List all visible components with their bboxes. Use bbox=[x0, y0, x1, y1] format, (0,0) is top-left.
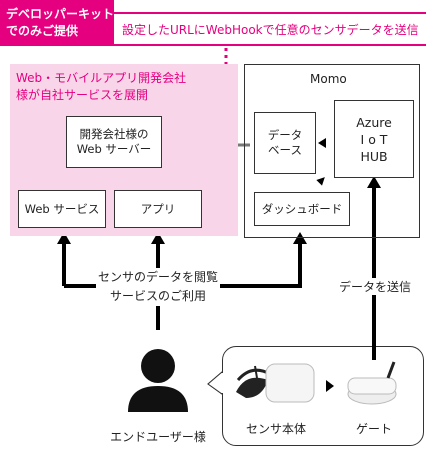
developer-area-title: Web・モバイルアプリ開発会社 様が自社サービスを展開 bbox=[16, 70, 236, 104]
server-line-2: Web サーバー bbox=[76, 142, 152, 156]
server-line-1: 開発会社様の bbox=[79, 127, 149, 141]
sensor-label: センサ本体 bbox=[245, 422, 306, 436]
app-label: アプリ bbox=[140, 201, 176, 216]
database-line-1: データ bbox=[267, 128, 303, 142]
developer-title-line-1: Web・モバイルアプリ開発会社 bbox=[16, 71, 187, 85]
usage-label: センサのデータを閲覧 サービスのご利用 bbox=[96, 268, 220, 306]
hub-line-3: HUB bbox=[360, 148, 388, 164]
momo-frame bbox=[244, 64, 420, 238]
usage-line-2: サービスのご利用 bbox=[109, 289, 206, 303]
badge-line-2: でのみご提供 bbox=[6, 24, 79, 38]
dashboard-box: ダッシュボード bbox=[254, 192, 350, 226]
developer-title-line-2: 様が自社サービスを展開 bbox=[16, 88, 149, 102]
dashboard-label: ダッシュボード bbox=[261, 201, 343, 216]
usage-line-1: センサのデータを閲覧 bbox=[97, 270, 218, 284]
badge-line-1: デベロッパーキット bbox=[6, 7, 115, 21]
developer-kit-badge: デベロッパーキット でのみご提供 bbox=[0, 0, 114, 46]
end-user-icon bbox=[128, 349, 188, 412]
database-line-2: ベース bbox=[268, 143, 302, 157]
app-box: アプリ bbox=[114, 190, 202, 228]
hub-line-1: Azure bbox=[356, 114, 392, 130]
webhook-banner-text: 設定したURLにWebHookで任意のセンサデータを送信 bbox=[122, 22, 419, 37]
momo-title: Momo bbox=[310, 72, 347, 86]
database-box: データ ベース bbox=[254, 112, 316, 174]
developer-web-server-box: 開発会社様の Web サーバー bbox=[66, 116, 162, 168]
hub-line-2: I o T bbox=[360, 131, 388, 147]
sensor-device-icon bbox=[236, 363, 315, 403]
arrow-hub-to-dashboard bbox=[316, 177, 325, 186]
end-user-label: エンドユーザー様 bbox=[110, 430, 206, 444]
arrow-hub-to-db bbox=[318, 138, 326, 148]
send-data-label: データを送信 bbox=[328, 278, 422, 295]
azure-iot-hub-box: Azure I o T HUB bbox=[334, 100, 414, 178]
web-service-label: Web サービス bbox=[24, 201, 100, 216]
gate-label: ゲート bbox=[355, 422, 392, 436]
gate-device-icon bbox=[347, 361, 397, 405]
webhook-banner: 設定したURLにWebHookで任意のセンサデータを送信 bbox=[114, 12, 426, 46]
web-service-box: Web サービス bbox=[18, 190, 106, 228]
